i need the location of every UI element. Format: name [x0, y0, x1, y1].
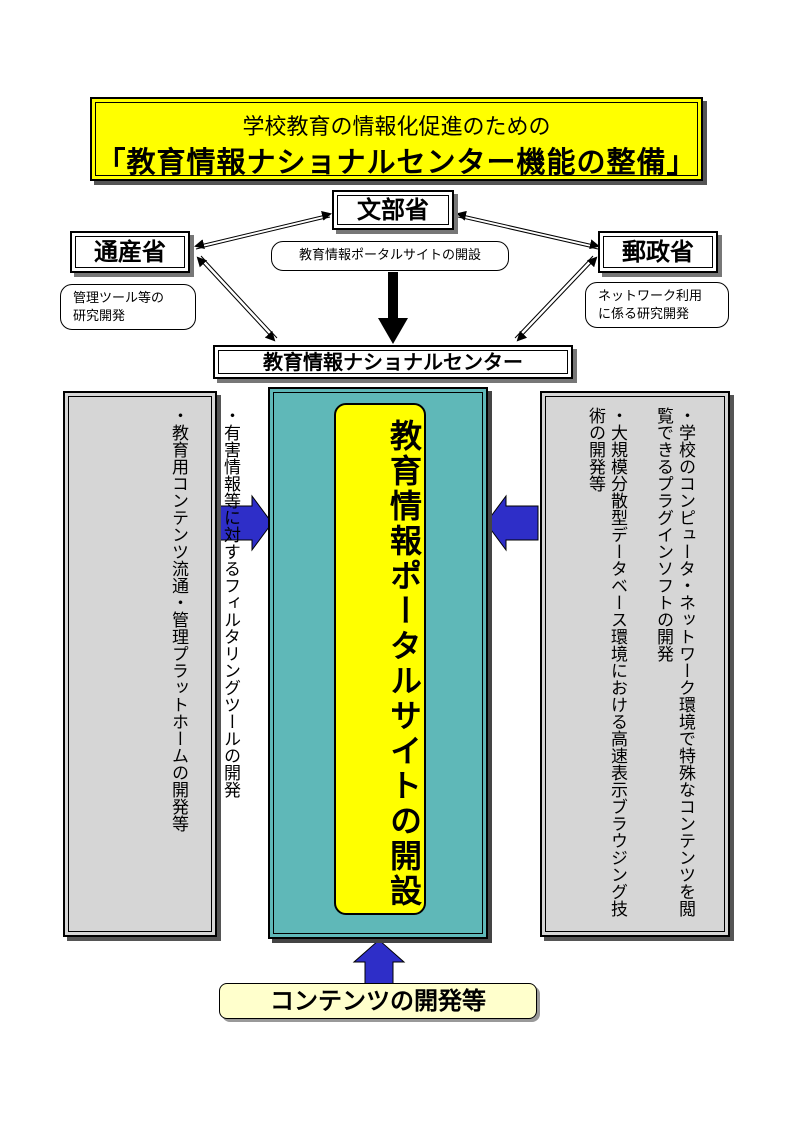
portal-site-box: 教育情報ポータルサイトの開設 [268, 387, 488, 939]
contents-development-box: コンテンツの開発等 [219, 983, 537, 1019]
ministry-tsusansho-label: 通産省 [94, 238, 166, 266]
arrow-right-panel-to-portal [485, 494, 539, 552]
arrow-monbusho-center [378, 272, 408, 344]
portal-site-core: 教育情報ポータルサイトの開設 [334, 403, 426, 915]
arrow-monbusho-yuseisho [456, 210, 600, 250]
right-panel: ・学校のコンピュータ・ネットワーク環境で特殊なコンテンツを閲覧できるプラグインソ… [540, 391, 730, 937]
title-subtitle: 学校教育の情報化促進のための [242, 115, 551, 140]
left-panel-item-1: ・有害情報等に対するフィルタリングツールの開発 [220, 407, 240, 798]
note-tsusansho: 管理ツール等の 研究開発 [60, 284, 196, 330]
ministry-monbusho-label: 文部省 [357, 196, 429, 224]
title-main: 「教育情報ナショナルセンター機能の整備」 [96, 145, 697, 179]
ministry-yuseisho: 郵政省 [598, 231, 718, 273]
arrow-tsusansho-center [196, 255, 278, 342]
right-panel-item-2: ・大規模分散型データベース環境における高速表示ブラウジング技術の開発等 [585, 407, 627, 917]
note-yuseisho: ネットワーク利用 に係る研究開発 [585, 282, 729, 328]
note-monbusho: 教育情報ポータルサイトの開設 [271, 241, 509, 271]
right-panel-item-1: ・学校のコンピュータ・ネットワーク環境で特殊なコンテンツを閲覧できるプラグインソ… [653, 407, 695, 917]
portal-site-title: 教育情報ポータルサイトの開設 [385, 419, 423, 909]
left-panel: ・有害情報等に対するフィルタリングツールの開発 ・教育用コンテンツ流通・管理プラ… [63, 391, 240, 937]
arrow-yuseisho-center [514, 255, 598, 342]
ministry-tsusansho: 通産省 [70, 231, 190, 273]
title-banner: 学校教育の情報化促進のための 「教育情報ナショナルセンター機能の整備」 [90, 97, 703, 181]
left-panel-item-2: ・教育用コンテンツ流通・管理プラットホームの開発等 [168, 407, 188, 832]
arrow-contents-to-portal [352, 939, 406, 986]
ministry-monbusho: 文部省 [332, 190, 454, 230]
ministry-yuseisho-label: 郵政省 [622, 238, 694, 266]
arrow-monbusho-tsusansho [194, 210, 332, 250]
national-center-text: 教育情報ナショナルセンター [263, 350, 523, 374]
national-center-label: 教育情報ナショナルセンター [213, 345, 573, 379]
arrow-left-panel-to-portal [219, 494, 273, 552]
